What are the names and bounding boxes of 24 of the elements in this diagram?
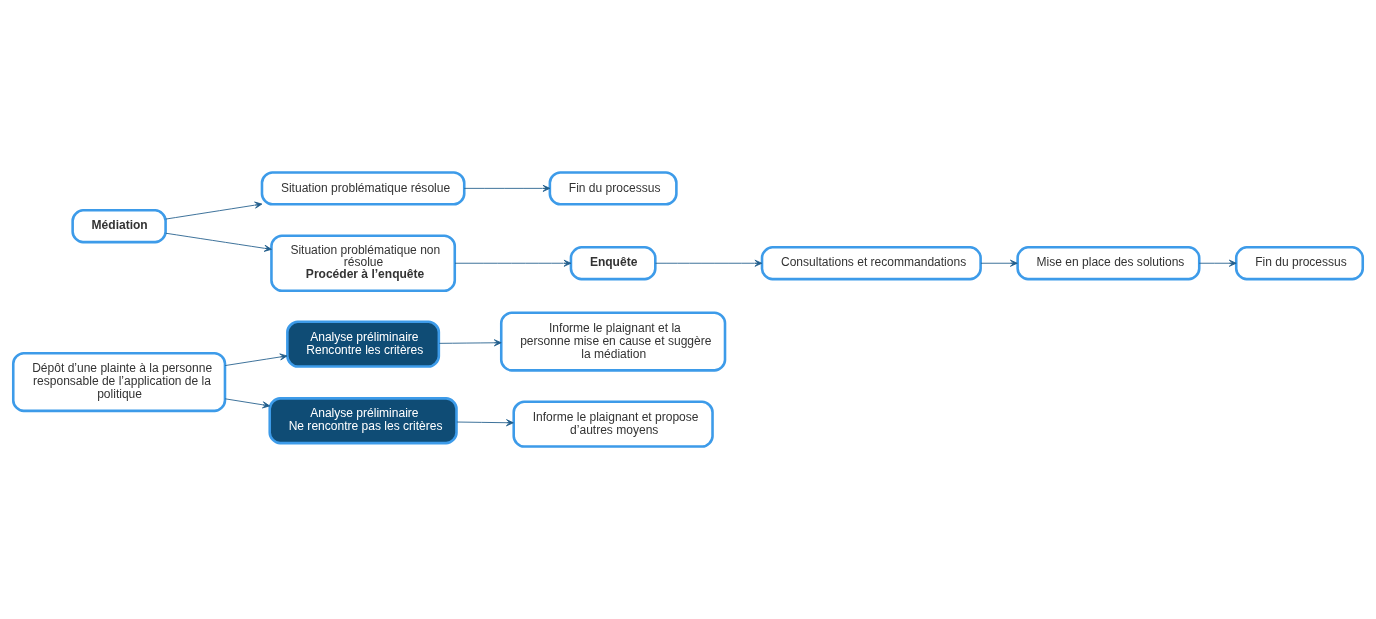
arrow — [438, 339, 502, 347]
arrow — [454, 259, 572, 267]
node-box: Informe le plaignant et propose d’autres moyens — [512, 400, 714, 448]
node-box: Fin du processus — [1234, 246, 1365, 281]
node-box: Mise en place des solutions — [1016, 246, 1201, 281]
arrow — [224, 398, 271, 409]
node-box: Situation problématique non résolue Procéder à l’enquête — [270, 234, 457, 293]
node-box: Consultations et recommandations — [760, 246, 982, 281]
node-box: Analyse préliminaire Ne rencontre pas les critères — [268, 397, 458, 445]
arrow — [1198, 259, 1237, 267]
node-box: Dépôt d’une plainte à la personne responsable de l’application de la politique — [11, 351, 227, 413]
arrow — [224, 353, 288, 366]
arrow — [655, 259, 763, 267]
node-box: Situation problématique résolue — [260, 171, 466, 206]
node-box: Analyse préliminaire Rencontre les critères — [286, 320, 441, 368]
arrow — [456, 419, 514, 427]
node-box: Informe le plaignant et la personne mise en cause et suggère la médiation — [499, 311, 727, 372]
node-box: Médiation — [71, 209, 167, 244]
arrow — [165, 232, 272, 252]
node-box: Enquête — [569, 246, 657, 281]
arrow — [463, 184, 551, 192]
node-box: Fin du processus — [548, 171, 678, 206]
arrow — [165, 201, 263, 220]
arrow — [980, 259, 1018, 267]
